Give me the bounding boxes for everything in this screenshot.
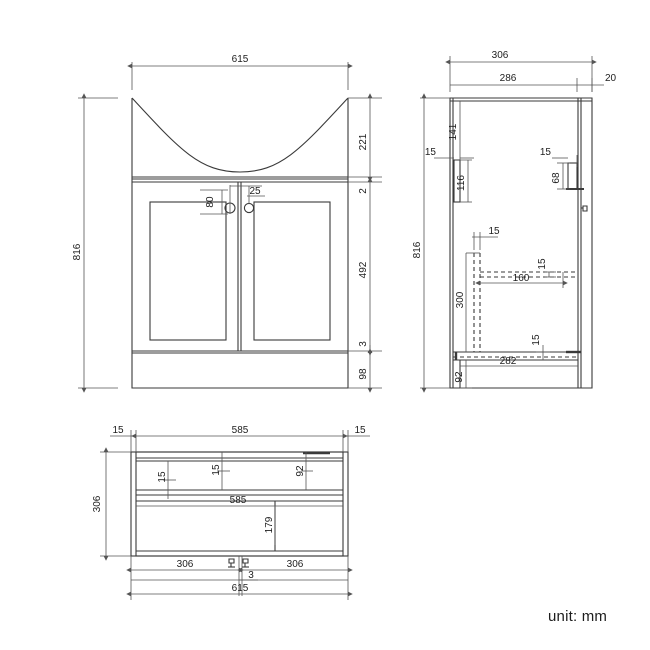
dim-side-282: 282 [500, 356, 517, 367]
dim-plan-585-mid: 585 [230, 495, 247, 506]
dim-plan-3: 3 [248, 570, 254, 581]
dim-plan-585-top: 585 [232, 425, 249, 436]
dim-front-80: 80 [205, 196, 216, 208]
dim-side-286: 286 [500, 73, 517, 84]
side-elevation-labels: 306 286 20 816 141 15 116 15 68 15 15 16… [412, 50, 617, 383]
dim-front-3: 3 [358, 341, 369, 347]
dim-plan-92: 92 [295, 465, 306, 477]
front-elevation-dimensions [78, 62, 382, 393]
dim-plan-179: 179 [264, 516, 275, 533]
dim-side-15e: 15 [531, 334, 542, 346]
side-elevation-geometry [449, 97, 593, 389]
dim-plan-615: 615 [232, 583, 249, 594]
dim-front-816: 816 [72, 243, 83, 260]
dim-front-25: 25 [249, 186, 261, 197]
dim-front-615: 615 [232, 54, 249, 65]
dim-plan-15-left: 15 [112, 425, 124, 436]
unit-note: unit: mm [548, 608, 608, 625]
dim-plan-306-right: 306 [287, 559, 304, 570]
plan-view-geometry [130, 451, 349, 568]
dim-side-15a: 15 [425, 147, 437, 158]
dim-plan-306: 306 [92, 495, 103, 512]
dim-side-816: 816 [412, 241, 423, 258]
dim-front-2: 2 [358, 188, 369, 194]
side-elevation-dimensions [420, 56, 604, 393]
dim-side-15c: 15 [488, 226, 500, 237]
front-elevation-labels: 615 816 221 2 492 3 98 80 25 [72, 54, 369, 380]
dim-side-20: 20 [605, 73, 617, 84]
dim-plan-15b: 15 [211, 464, 222, 476]
dim-side-116: 116 [456, 175, 467, 191]
dim-front-492: 492 [358, 261, 369, 278]
dim-side-15d: 15 [537, 258, 548, 270]
dim-front-98: 98 [358, 368, 369, 380]
dim-side-92: 92 [454, 371, 465, 383]
dim-side-68: 68 [551, 172, 562, 184]
dim-plan-306-left: 306 [177, 559, 194, 570]
dim-side-141: 141 [448, 123, 459, 140]
plan-view-dimensions [100, 430, 370, 600]
dim-plan-15a: 15 [157, 471, 168, 483]
dim-side-300: 300 [455, 291, 466, 308]
dim-plan-15-right: 15 [354, 425, 366, 436]
dim-side-160: 160 [513, 273, 530, 284]
dim-side-15b: 15 [540, 147, 552, 158]
plan-view-labels: 15 585 15 306 15 15 92 585 179 306 306 3… [92, 425, 366, 594]
dim-side-306: 306 [492, 50, 509, 61]
dim-front-221: 221 [358, 133, 369, 150]
front-elevation-geometry [131, 97, 349, 389]
